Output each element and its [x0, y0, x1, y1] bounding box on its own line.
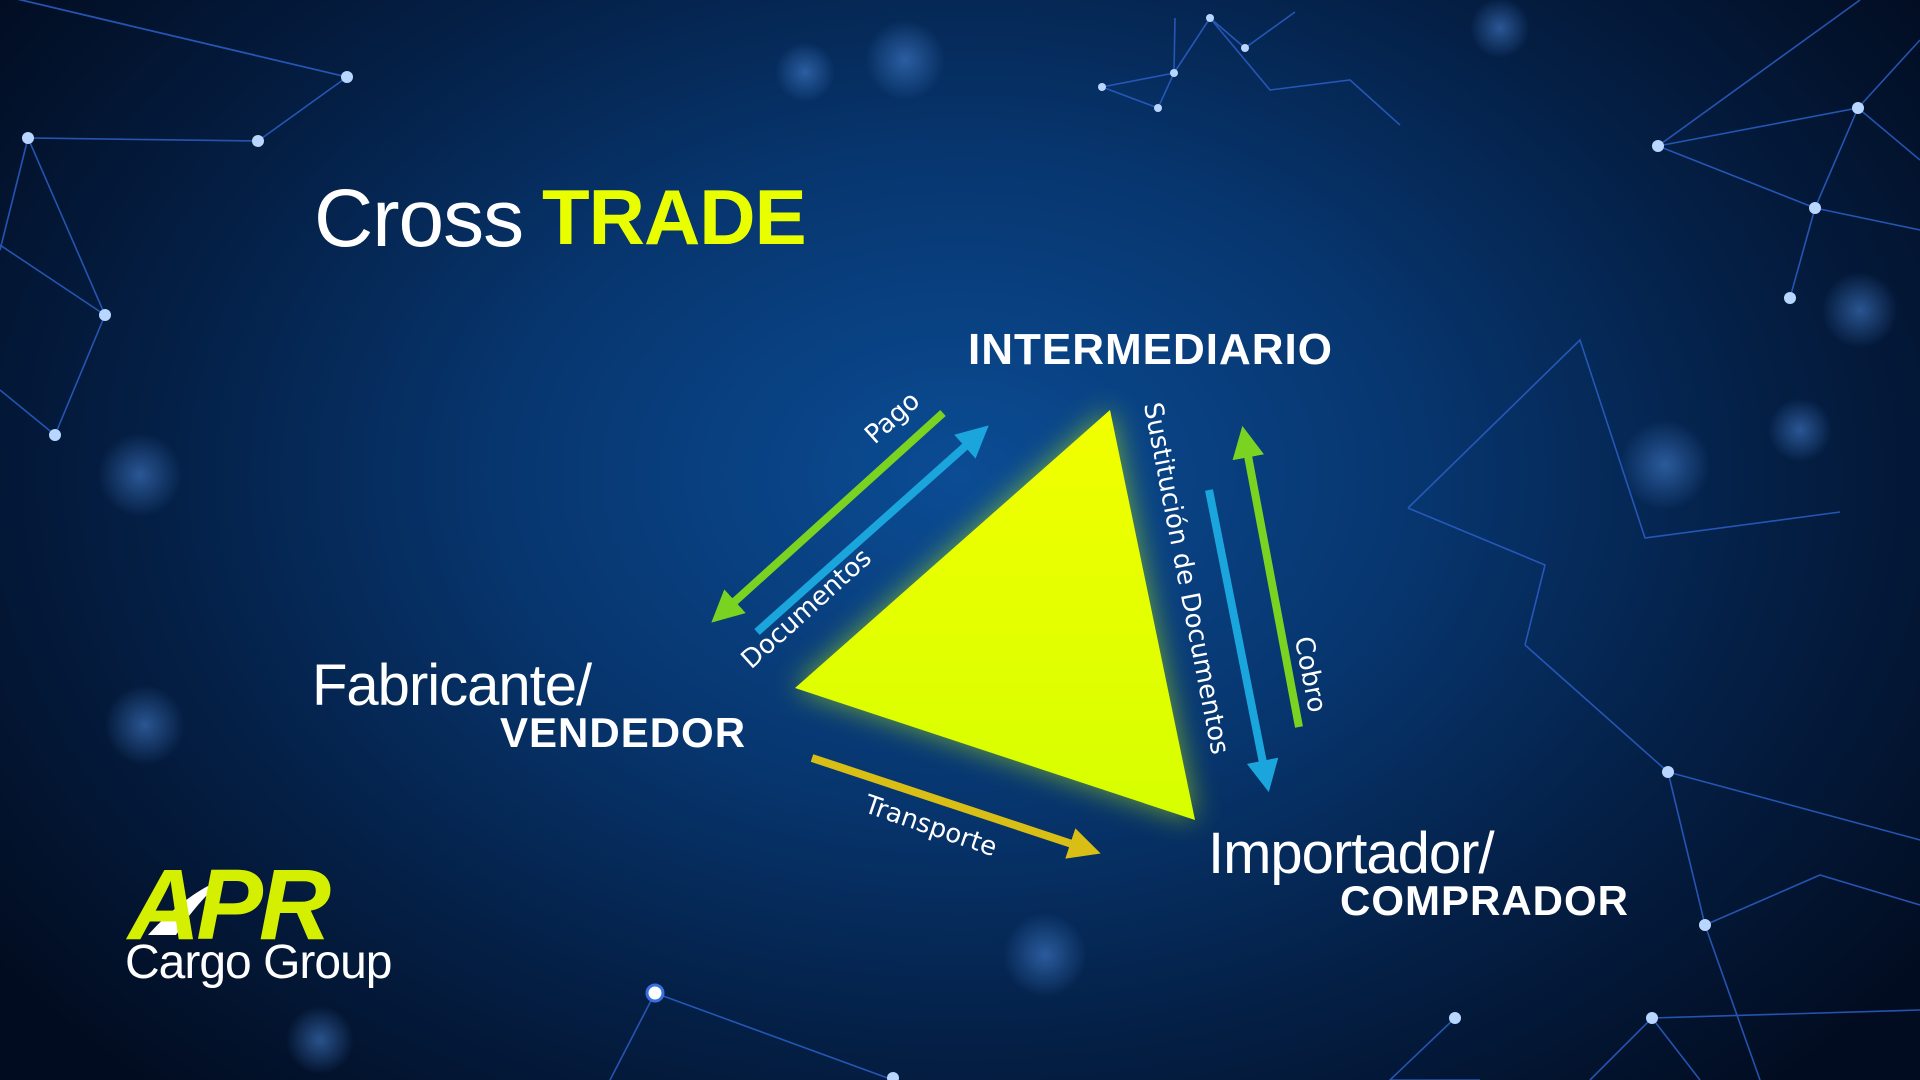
logo-mark: APR	[128, 849, 331, 961]
documents-arrow	[754, 425, 989, 635]
title-trade: TRADE	[542, 173, 807, 261]
logo-swoosh	[148, 880, 222, 935]
background-bokeh	[98, 0, 1898, 1074]
seller-label-line1: Fabricante/	[312, 653, 592, 718]
buyer-label-line2: COMPRADOR	[1340, 877, 1629, 924]
intermediary-label: INTERMEDIARIO	[968, 325, 1333, 374]
seller-label-line2: VENDEDOR	[500, 709, 747, 756]
collection-arrow	[1232, 425, 1303, 728]
buyer-label-line1: Importador/	[1208, 821, 1495, 886]
background-network-nodes	[22, 14, 1864, 1080]
logo-subtitle: Cargo Group	[125, 936, 392, 989]
doc-substitution-arrow	[1205, 489, 1279, 793]
title-cross: Cross	[314, 173, 524, 264]
trade-triangle	[795, 410, 1195, 820]
transport-arrow	[810, 754, 1101, 859]
payment-arrow	[711, 410, 946, 623]
